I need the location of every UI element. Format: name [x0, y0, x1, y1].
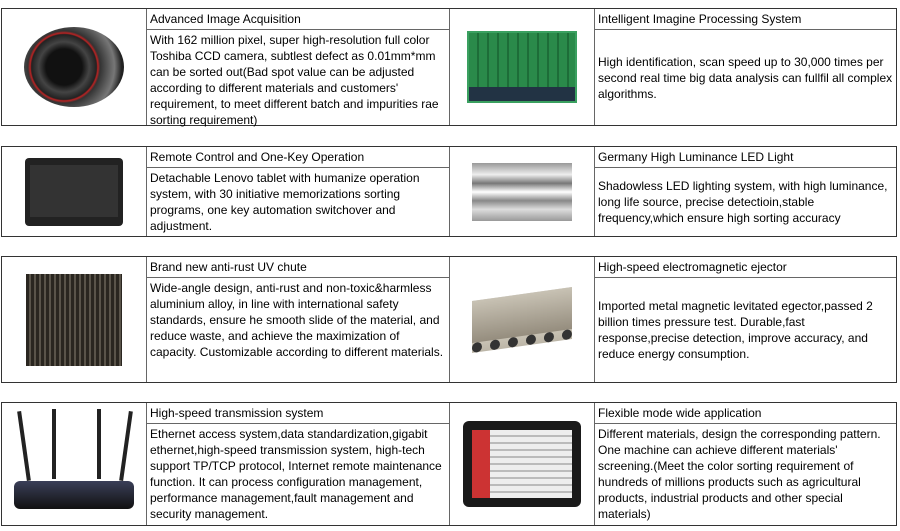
camera-lens-image	[2, 9, 147, 125]
led-light-image	[450, 147, 595, 236]
feature-title: High-speed electromagnetic ejector	[595, 257, 896, 278]
feature-transmission: High-speed transmission system Ethernet …	[2, 403, 449, 525]
feature-row-4: High-speed transmission system Ethernet …	[1, 402, 897, 526]
feature-row-1: Advanced Image Acquisition With 162 mill…	[1, 8, 897, 127]
feature-description: Detachable Lenovo tablet with humanize o…	[150, 171, 420, 233]
feature-led-light: Germany High Luminance LED Light Shadowl…	[449, 147, 896, 236]
feature-image-acquisition: Advanced Image Acquisition With 162 mill…	[2, 9, 449, 127]
feature-title: Brand new anti-rust UV chute	[147, 257, 449, 278]
chute-image	[2, 257, 147, 382]
touch-screen-image	[450, 403, 595, 525]
feature-row-3: Brand new anti-rust UV chute Wide-angle …	[1, 256, 897, 383]
feature-description: High identification, scan speed up to 30…	[598, 54, 893, 101]
ejector-image	[450, 257, 595, 382]
feature-flexible-mode: Flexible mode wide application Different…	[449, 403, 896, 525]
feature-title: Germany High Luminance LED Light	[595, 147, 896, 168]
feature-description: Wide-angle design, anti-rust and non-tox…	[150, 281, 444, 359]
feature-row-2: Remote Control and One-Key Operation Det…	[1, 146, 897, 237]
feature-description: With 162 million pixel, super high-resol…	[150, 33, 439, 127]
feature-title: Advanced Image Acquisition	[147, 9, 449, 30]
feature-description: Different materials, design the correspo…	[598, 427, 881, 521]
router-image	[2, 403, 147, 525]
tablet-image	[2, 147, 147, 236]
feature-title: High-speed transmission system	[147, 403, 449, 424]
feature-remote-control: Remote Control and One-Key Operation Det…	[2, 147, 449, 236]
feature-uv-chute: Brand new anti-rust UV chute Wide-angle …	[2, 257, 449, 382]
feature-title: Flexible mode wide application	[595, 403, 896, 424]
feature-ejector: High-speed electromagnetic ejector Impor…	[449, 257, 896, 382]
feature-description: Imported metal magnetic levitated egecto…	[598, 299, 873, 361]
feature-description: Shadowless LED lighting system, with hig…	[598, 179, 888, 225]
circuit-board-image	[450, 9, 595, 125]
feature-title: Intelligent Imagine Processing System	[595, 9, 896, 30]
feature-description: Ethernet access system,data standardizat…	[150, 427, 442, 521]
feature-title: Remote Control and One-Key Operation	[147, 147, 449, 168]
feature-image-processing: Intelligent Imagine Processing System Hi…	[449, 9, 896, 125]
